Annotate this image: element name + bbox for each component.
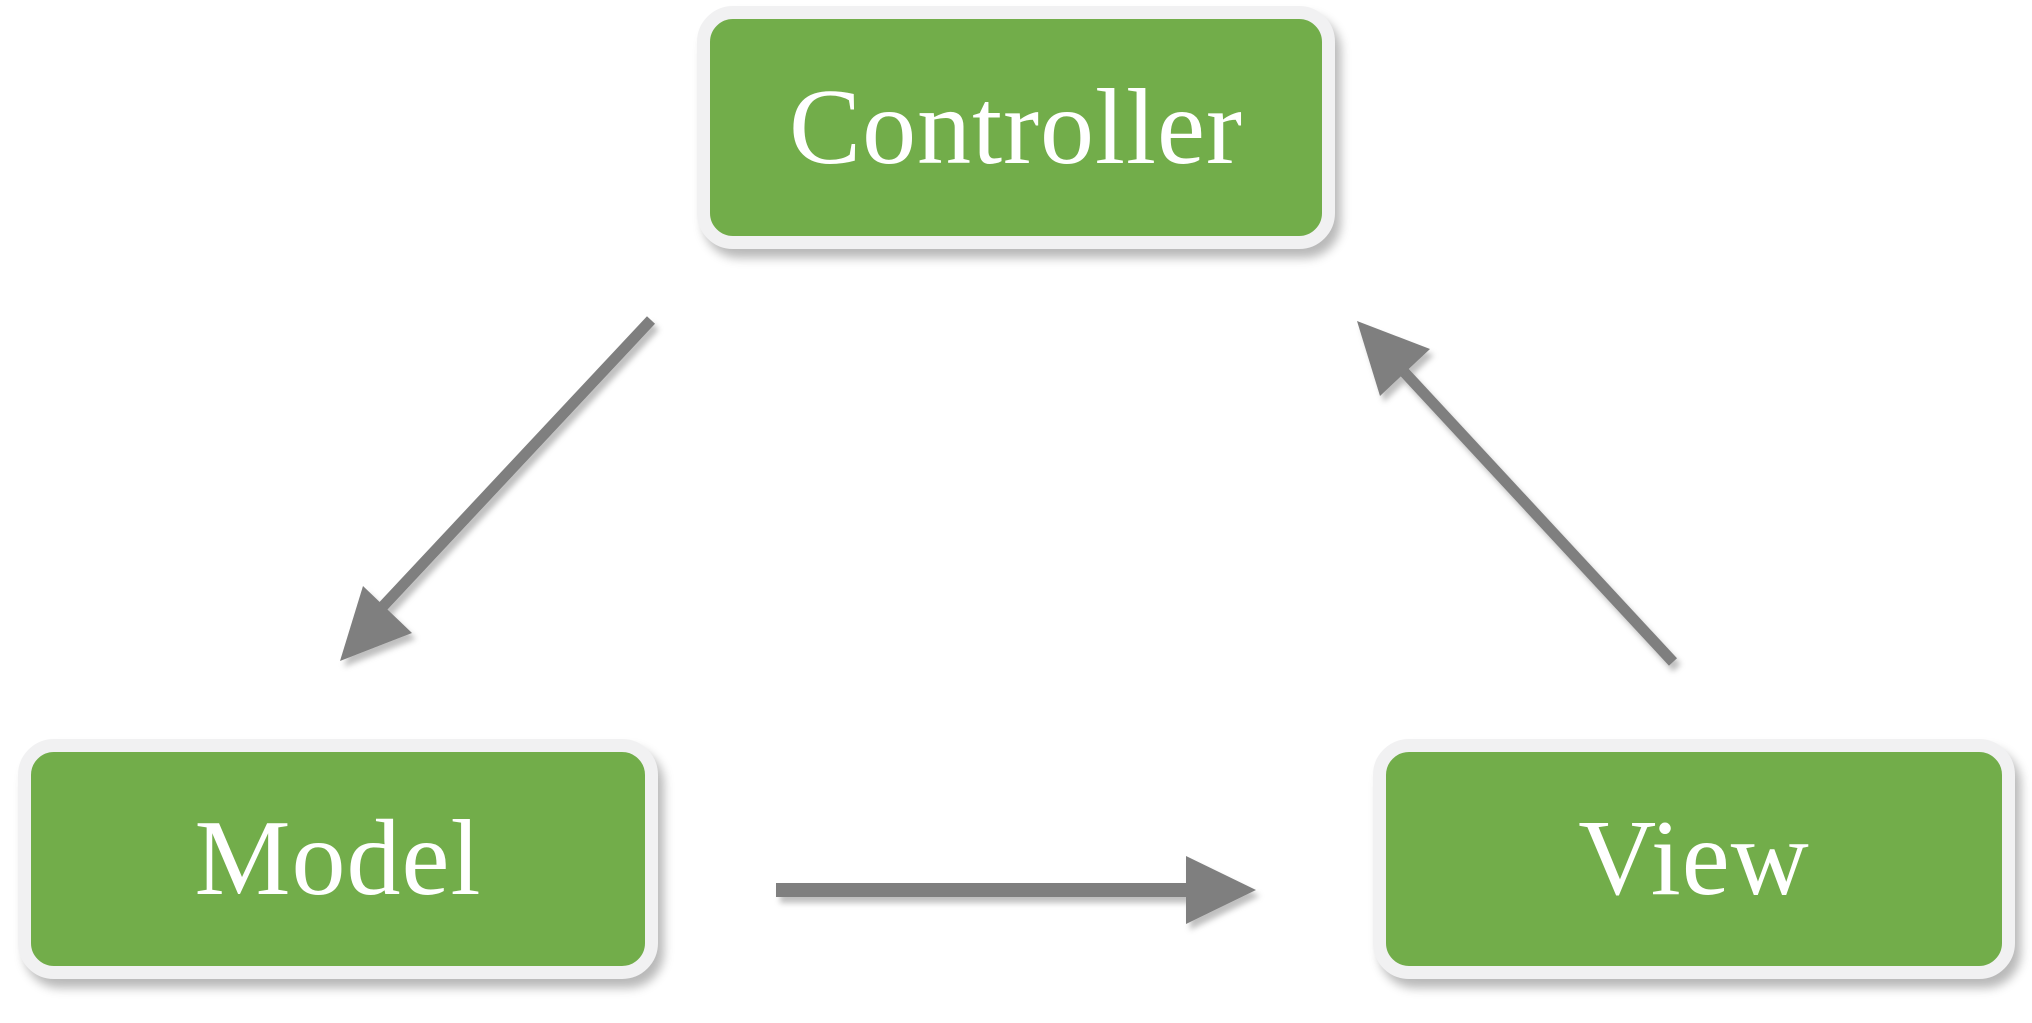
view-label: View bbox=[1578, 799, 1810, 918]
arrow-model-to-view bbox=[776, 856, 1256, 924]
arrow-controller-to-model bbox=[340, 316, 656, 661]
model-box: Model bbox=[18, 739, 658, 979]
view-box: View bbox=[1373, 739, 2015, 979]
controller-box: Controller bbox=[697, 6, 1335, 249]
model-label: Model bbox=[194, 799, 482, 918]
arrow-view-to-controller bbox=[1357, 321, 1678, 666]
controller-label: Controller bbox=[789, 67, 1243, 187]
